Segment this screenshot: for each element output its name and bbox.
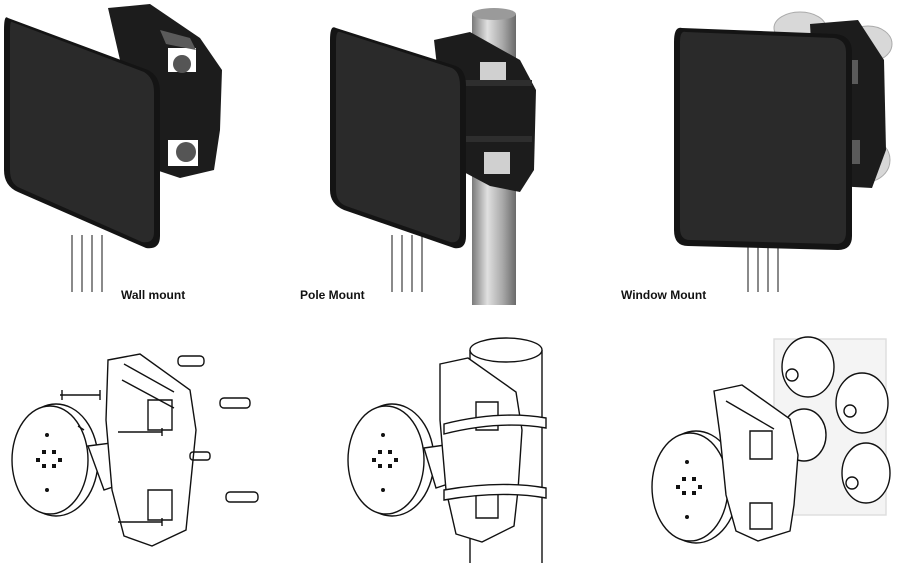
- window-mount-diagram: [640, 335, 900, 563]
- pole-mount-diagram: [340, 330, 580, 563]
- wall-mount-caption: Wall mount: [121, 288, 186, 302]
- pole-mount-photo: [300, 0, 560, 305]
- window-mount-caption: Window Mount: [621, 288, 707, 302]
- wall-mount-photo: [0, 0, 240, 300]
- window-mount-photo: [660, 0, 900, 300]
- wall-mount-diagram: [0, 340, 280, 563]
- pole-mount-caption: Pole Mount: [300, 288, 365, 302]
